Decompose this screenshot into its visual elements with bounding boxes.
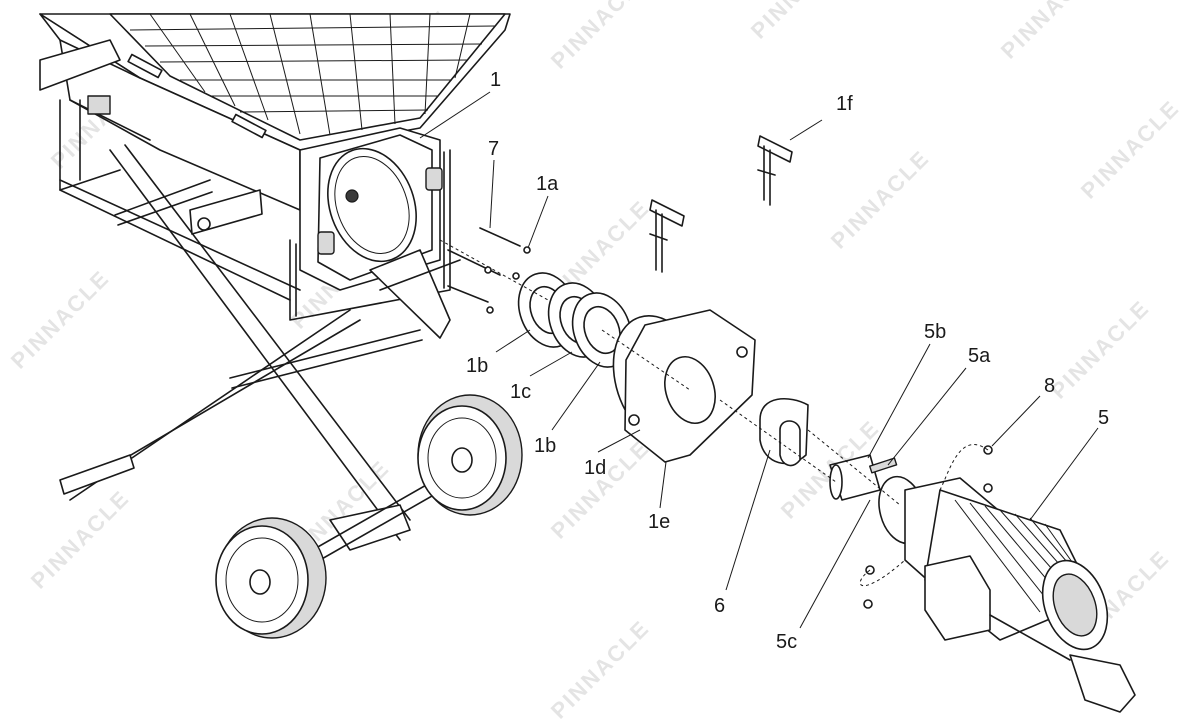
- bolt: [447, 249, 501, 276]
- leader-5: [1029, 427, 1099, 521]
- housing-bore: [327, 147, 417, 263]
- leader-1e: [659, 461, 667, 509]
- leader-5b: [867, 343, 931, 459]
- handle-slot: [127, 53, 163, 79]
- clamp-knob: [317, 231, 335, 255]
- washer: [486, 306, 494, 314]
- watermark-text: PINNACLE: [826, 145, 935, 254]
- callout-5c: 5c: [776, 631, 797, 653]
- power-cable: [989, 614, 1071, 661]
- leader-lines: [419, 91, 1099, 629]
- pin-1f: [757, 135, 793, 163]
- watermark-text: PINNACLE: [26, 485, 135, 594]
- sleeve-6: [759, 398, 809, 467]
- axle-plate: [329, 504, 411, 551]
- handle-grip: [59, 454, 135, 495]
- pin-1f: [649, 199, 685, 227]
- wheel-right: [417, 394, 523, 516]
- watermark-text: PINNACLE: [996, 0, 1105, 64]
- watermark-text: PINNACLE: [1076, 95, 1185, 204]
- motor-5: [829, 444, 1136, 713]
- watermark-text: PINNACLE: [546, 615, 655, 724]
- callout-labels: 1 7 1a 1f 1b 1c 1b 1d 1e 6 5b 5a 8 5 5c: [466, 69, 1109, 653]
- clamp-lever: [369, 249, 451, 339]
- leader-1f: [789, 119, 823, 141]
- leader-1a: [527, 195, 549, 249]
- assembly-axis: [439, 239, 901, 506]
- leader-1c: [529, 351, 573, 377]
- locking-pin: [345, 189, 359, 203]
- nut-8: [983, 483, 993, 493]
- clamp-knob: [425, 167, 443, 191]
- cross-bar: [229, 329, 421, 379]
- callout-1f: 1f: [836, 93, 853, 115]
- watermark-text: PINNACLE: [6, 265, 115, 374]
- key-5a: [869, 457, 898, 474]
- callout-1c: 1c: [510, 381, 531, 403]
- latch-block: [87, 95, 111, 115]
- trolley-stand: [59, 144, 475, 593]
- hopper-assembly: [39, 13, 511, 339]
- rear-tube: [39, 39, 121, 91]
- callout-5: 5: [1098, 407, 1109, 429]
- handle-slot: [231, 113, 267, 139]
- bolt: [479, 227, 521, 247]
- hub: [249, 569, 271, 595]
- callout-1b: 1b: [466, 355, 488, 377]
- callout-1: 1: [490, 69, 501, 91]
- leader-5a: [887, 367, 967, 466]
- power-plug: [1069, 654, 1136, 713]
- key-pins: [649, 135, 793, 273]
- callout-1e: 1e: [648, 511, 670, 533]
- callout-5a: 5a: [968, 345, 991, 367]
- leader-1d: [597, 429, 641, 453]
- washer: [512, 272, 520, 280]
- callout-1b: 1b: [534, 435, 556, 457]
- washer: [523, 246, 531, 254]
- terminal-box: [924, 555, 991, 641]
- plate-bore: [664, 356, 716, 424]
- leader-5c: [799, 499, 871, 629]
- watermark-text: PINNACLE: [746, 0, 855, 44]
- cross-bar: [114, 179, 211, 216]
- leader-1b: [551, 361, 601, 431]
- watermark-text: PINNACLE: [1046, 295, 1155, 404]
- leader-7: [489, 159, 495, 229]
- leader-1b: [495, 329, 531, 353]
- watermark-text: PINNACLE: [546, 0, 655, 74]
- leader-1: [419, 91, 491, 139]
- callout-8: 8: [1044, 375, 1055, 397]
- nut-8: [863, 599, 873, 609]
- leader-8: [991, 395, 1041, 447]
- callout-5b: 5b: [924, 321, 946, 343]
- nut: [484, 266, 492, 274]
- pump-flange: [612, 309, 756, 463]
- callout-1a: 1a: [536, 173, 559, 195]
- hopper-grid-lines: [129, 13, 496, 136]
- bolt-set: [447, 227, 531, 314]
- callout-7: 7: [488, 138, 499, 160]
- callout-1d: 1d: [584, 457, 606, 479]
- hub: [451, 447, 473, 473]
- frame-leg: [109, 149, 401, 541]
- callout-6: 6: [714, 595, 725, 617]
- bolt: [447, 285, 489, 303]
- frame-rail: [59, 189, 291, 301]
- wheel-left: [215, 517, 327, 639]
- clamp-frame: [289, 149, 451, 321]
- leader-6: [725, 449, 771, 591]
